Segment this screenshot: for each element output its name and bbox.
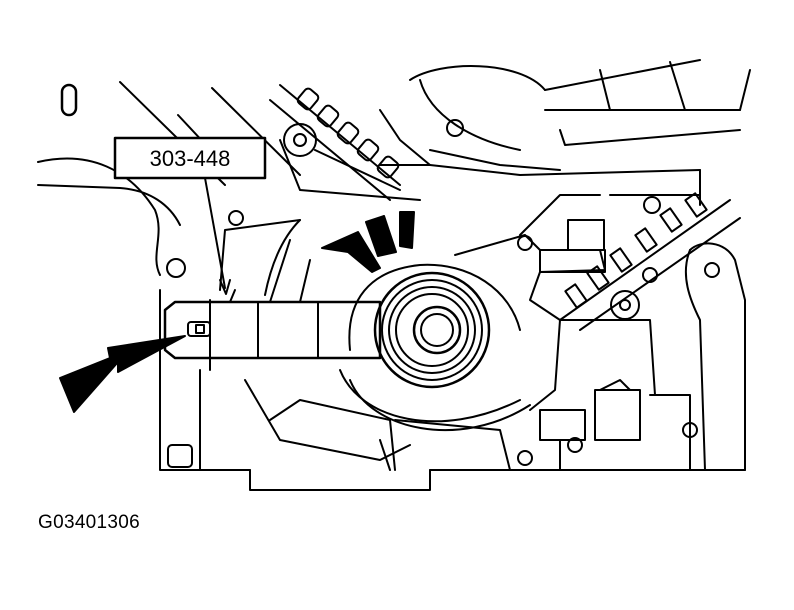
direction-arrows bbox=[59, 211, 415, 413]
special-tool-bar bbox=[163, 239, 382, 360]
tensioner-bracket bbox=[454, 219, 641, 441]
rotation-arrow-small-icon bbox=[399, 211, 415, 249]
crank-pulley bbox=[339, 263, 531, 432]
timing-chain-upper bbox=[269, 84, 421, 201]
tool-label-text: 303-448 bbox=[150, 146, 231, 171]
timing-chain-right bbox=[559, 192, 741, 396]
tool-label-leader bbox=[204, 177, 226, 289]
bolt-holes bbox=[166, 119, 720, 466]
slot-marker bbox=[60, 83, 78, 117]
rotation-arrow-mid-icon bbox=[365, 215, 397, 257]
tool-label-leader-arrowhead bbox=[219, 279, 231, 295]
arrow-toward-tool-icon bbox=[59, 335, 186, 413]
figure-id: G03401306 bbox=[38, 512, 141, 533]
rotation-arrow-large-icon bbox=[321, 231, 381, 273]
tool-label-box: 303-448 bbox=[113, 136, 267, 180]
